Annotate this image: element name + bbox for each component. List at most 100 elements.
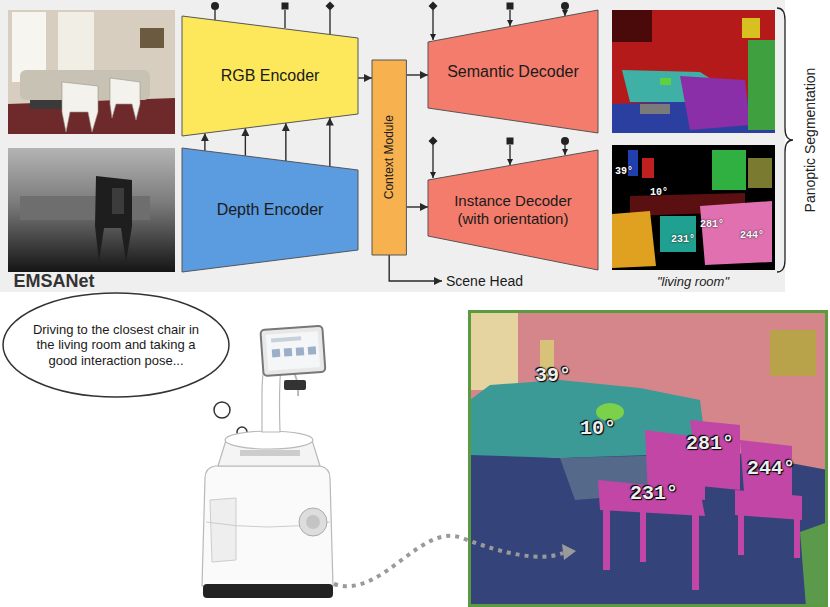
- robot-illustration-part-part: [308, 346, 317, 355]
- connector-arrow: [358, 77, 372, 78]
- scene-photo-part: [770, 330, 816, 376]
- skip-connections-part: [507, 138, 514, 145]
- connector-arrow: [406, 206, 428, 207]
- skip-connections-part: [282, 3, 289, 10]
- instance-output-part: [748, 158, 772, 188]
- scene-photo-part: [800, 522, 828, 607]
- orientation-angle: 231°: [671, 234, 695, 246]
- rgb-photo-part: [140, 28, 164, 48]
- skip-connections-part: [432, 10, 433, 40]
- skip-connections-part: [284, 10, 285, 28]
- semantic-output-part: [612, 10, 775, 133]
- depth-photo-part: [95, 176, 132, 262]
- encoder-block-text: Depth Encoder: [217, 200, 324, 219]
- model-name: EMSANet: [13, 271, 94, 292]
- skip-connections-part: [429, 2, 438, 11]
- skip-connections-part: [211, 2, 219, 10]
- robot-illustration-part: [299, 508, 327, 536]
- scene-photo-part: [468, 310, 828, 607]
- robot-illustration-part-part: [296, 347, 305, 356]
- scene-photo-part: [692, 514, 699, 590]
- scene-photo-part: [603, 510, 610, 570]
- encoder-block: Depth Encoder: [182, 148, 358, 272]
- context-module-shape: [372, 60, 406, 255]
- semantic-output-part: [680, 76, 750, 130]
- rgb-photo: [8, 10, 175, 134]
- skip-connections-part: [564, 10, 565, 16]
- connector-arrow: [245, 128, 246, 156]
- orientation-angle: 10°: [580, 417, 616, 440]
- orientation-angle: 231°: [630, 482, 678, 505]
- instance-output-part: [660, 216, 696, 252]
- robot-illustration: [202, 326, 333, 598]
- scene-photo: [468, 310, 828, 607]
- decoder-block: Instance Decoder (with orientation): [428, 150, 598, 270]
- thought-bubble: Driving to the closest chair in the livi…: [2, 292, 230, 398]
- instance-output-part: [712, 150, 746, 190]
- semantic-output-part: [640, 104, 670, 114]
- thought-bubble-shape: [3, 293, 229, 397]
- instance-output-part: [642, 158, 654, 178]
- robot-illustration-part: [225, 431, 313, 449]
- connector-arrow: [389, 255, 442, 281]
- skip-connections-part: [329, 10, 330, 34]
- decoder-block-shape: [428, 150, 598, 270]
- skip-connections-part: [509, 145, 510, 165]
- connector-arrow: [204, 133, 205, 151]
- connector-arrow: [329, 118, 330, 167]
- scene-photo-part: [738, 515, 744, 555]
- architecture-panel: [0, 0, 785, 292]
- orientation-angle: 39°: [535, 364, 571, 387]
- orientation-angle: 39°: [615, 166, 633, 178]
- skip-connections-part: [561, 137, 569, 145]
- robot-illustration-part-part: [260, 326, 325, 376]
- thought-dots: [214, 402, 247, 437]
- robot-illustration-part-part: [272, 349, 281, 358]
- rgb-photo-part: [62, 82, 98, 132]
- path-arrow-part: [562, 544, 576, 560]
- output-head-text: Scene Head: [446, 273, 523, 290]
- orientation-angle: 244°: [747, 457, 795, 480]
- thought-dots-part: [214, 402, 230, 418]
- robot-illustration-part-part: [271, 336, 301, 342]
- semantic-output-part: [612, 10, 652, 42]
- decoder-block: Semantic Decoder: [428, 10, 598, 133]
- orientation-angle: 281°: [686, 432, 734, 455]
- rgb-photo-part: [8, 10, 175, 134]
- robot-illustration-part-part: [266, 331, 320, 371]
- depth-photo-part: [112, 188, 124, 214]
- skip-connections-part: [432, 145, 433, 178]
- scene-photo-part: [794, 518, 800, 558]
- thought-bubble-text: Driving to the closest chair in the livi…: [26, 322, 206, 369]
- architecture-panel-part: [0, 0, 785, 292]
- connector-arrow: [406, 74, 428, 75]
- skip-connections-part: [509, 10, 510, 26]
- connector-arrow: [285, 123, 286, 161]
- depth-photo-part: [8, 148, 175, 272]
- semantic-output-part: [748, 40, 775, 130]
- instance-output-part: [612, 211, 656, 268]
- encoder-block-shape: [182, 16, 358, 136]
- rgb-photo-part: [58, 12, 94, 70]
- orientation-angle: 244°: [740, 230, 764, 242]
- robot-illustration-part: [306, 515, 320, 529]
- semantic-output: [612, 10, 775, 133]
- skip-connections-part: [561, 2, 569, 10]
- scene-photo-part: [470, 312, 827, 606]
- orientation-angle: 10°: [650, 187, 668, 199]
- encoder-block-text: RGB Encoder: [221, 66, 320, 85]
- context-module-text: Context Module: [382, 115, 396, 199]
- robot-illustration-part: [284, 380, 306, 390]
- scene-photo-part: [598, 480, 705, 516]
- depth-photo: [8, 148, 175, 272]
- encoder-block: RGB Encoder: [182, 16, 358, 136]
- semantic-output-part: [660, 78, 671, 85]
- robot-illustration-part: [260, 326, 325, 376]
- skip-connections-part: [507, 3, 514, 10]
- robot-illustration-part: [210, 498, 236, 562]
- output-head: Scene Head: [442, 272, 525, 291]
- scene-class: "living room": [657, 275, 729, 290]
- scene-photo-part: [470, 312, 518, 390]
